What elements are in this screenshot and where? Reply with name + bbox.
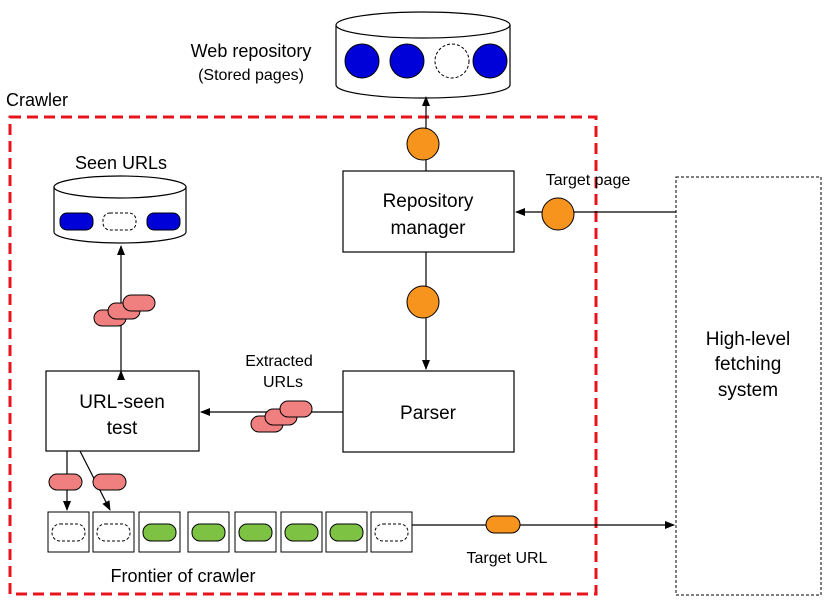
queued-url-token: [284, 523, 319, 542]
url-token-stack-extracted: [250, 400, 313, 433]
page-token-to-parser: [406, 285, 440, 319]
stored-page-slot: [344, 43, 380, 79]
web-repository-title: Web repository: [191, 41, 312, 61]
url-token-frontier-2: [92, 473, 127, 491]
empty-url-slot: [96, 523, 131, 542]
seen-urls-title: Seen URLs: [75, 153, 167, 173]
target-url-token: [485, 515, 521, 534]
queued-url-token: [238, 523, 273, 542]
url-seen-test-label-line2: test: [107, 418, 138, 439]
frontier-label: Frontier of crawler: [110, 566, 255, 586]
queued-url-token: [142, 523, 177, 542]
crawler-boundary: [8, 115, 598, 596]
url-token-stack-seen-test: [93, 294, 156, 327]
seen-urls-db: [53, 175, 187, 244]
stored-page-slot: [472, 43, 508, 79]
high-level-label-line3: system: [718, 380, 778, 401]
target-page-label: Target page: [546, 172, 631, 189]
web-repository-slots: [344, 43, 508, 79]
crawler-label: Crawler: [6, 90, 68, 110]
empty-page-slot: [434, 43, 470, 79]
target-url-label: Target URL: [467, 550, 548, 567]
high-level-fetching-system-box: [675, 176, 822, 596]
empty-url-slot: [374, 523, 409, 542]
empty-url-slot: [51, 523, 86, 542]
parser-label: Parser: [400, 403, 457, 424]
frontier-queue: [47, 511, 413, 553]
repository-manager-label-line2: manager: [391, 218, 467, 239]
page-token-to-web-repository: [406, 127, 440, 161]
seen-url-slot: [59, 212, 94, 231]
url-token-frontier-1: [48, 473, 83, 491]
queued-url-token: [329, 523, 364, 542]
page-token-target-page: [541, 197, 575, 231]
seen-urls-slots: [59, 212, 181, 231]
empty-seen-url-slot: [102, 212, 137, 231]
high-level-label-line2: fetching: [715, 354, 782, 375]
seen-url-slot: [146, 212, 181, 231]
url-seen-test-label-line1: URL-seen: [79, 392, 165, 413]
extracted-urls-label-line2: URLs: [263, 374, 303, 391]
extracted-urls-label-line1: Extracted: [245, 353, 313, 370]
queued-url-token: [191, 523, 226, 542]
parser-box: [342, 370, 515, 453]
high-level-label-line1: High-level: [706, 329, 790, 350]
repository-manager-label-line1: Repository: [383, 191, 474, 212]
repository-manager-box: [342, 170, 515, 253]
web-repository-subtitle: (Stored pages): [198, 67, 304, 84]
stored-page-slot: [389, 43, 425, 79]
